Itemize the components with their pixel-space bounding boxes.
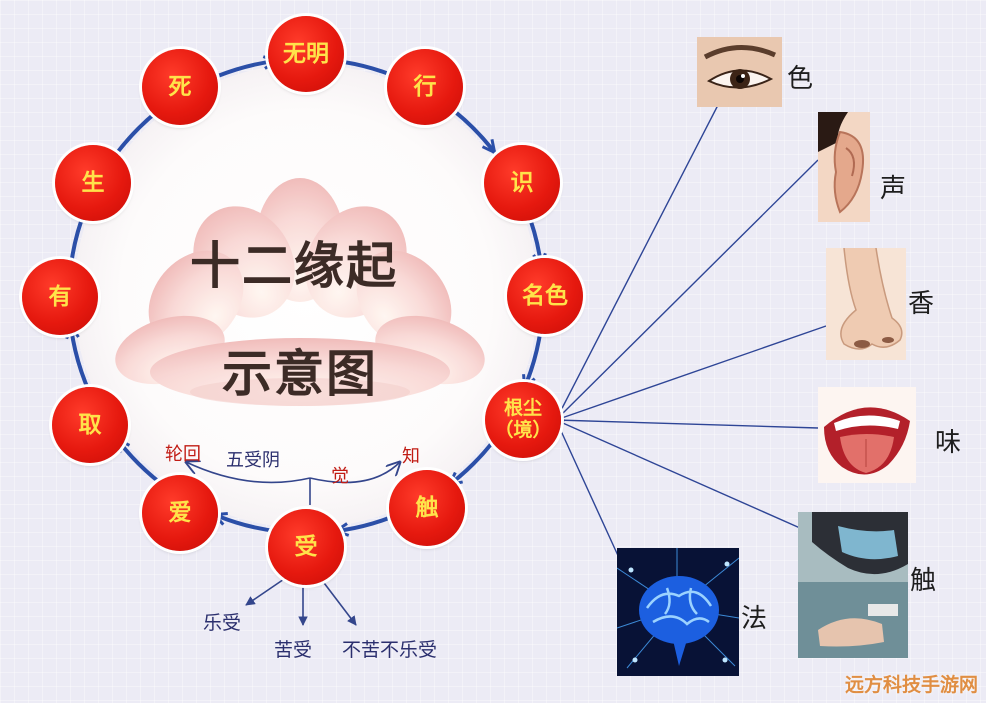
node-xing: 行 bbox=[387, 49, 463, 125]
sense-connector-line bbox=[555, 419, 801, 529]
mouth-photo bbox=[818, 387, 916, 483]
ring-arrowhead bbox=[481, 139, 497, 154]
diagram-title-line2: 示意图 bbox=[222, 344, 378, 403]
sense-xiang: 香 bbox=[908, 289, 935, 319]
sense-wei: 味 bbox=[935, 428, 962, 458]
sense-fa: 法 bbox=[741, 604, 768, 634]
arrow-to-neutral-shou bbox=[317, 574, 357, 626]
label-lunhui: 轮回 bbox=[165, 444, 201, 465]
sense-lines bbox=[555, 104, 827, 561]
feeling-le-shou: 乐受 bbox=[203, 612, 242, 634]
node-wuming: 无明 bbox=[268, 16, 344, 92]
arrow-to-le-shou bbox=[245, 574, 291, 606]
node-qu: 取 bbox=[52, 387, 128, 463]
sense-chu: 触 bbox=[910, 566, 937, 596]
node-chu: 触 bbox=[389, 470, 465, 546]
node-you: 有 bbox=[22, 259, 98, 335]
node-si: 死 bbox=[142, 49, 218, 125]
eye-photo bbox=[697, 37, 782, 107]
label-jue: 觉 bbox=[331, 466, 349, 487]
sense-connector-line bbox=[555, 159, 819, 421]
diagram-title-line1: 十二缘起 bbox=[190, 236, 398, 295]
feeling-neutral-shou: 不苦不乐受 bbox=[342, 639, 438, 661]
awareness-arrow bbox=[186, 462, 400, 505]
node-mingse: 名色 bbox=[507, 258, 583, 334]
mouth-icon bbox=[818, 387, 916, 483]
label-zhi: 知 bbox=[402, 446, 420, 467]
brain-photo bbox=[617, 548, 739, 676]
sense-se: 色 bbox=[787, 64, 814, 94]
ear-photo bbox=[818, 112, 870, 222]
node-shi: 识 bbox=[484, 145, 560, 221]
node-ai: 爱 bbox=[142, 475, 218, 551]
label-wushouyin: 五受阴 bbox=[226, 450, 280, 471]
sense-connector-line bbox=[555, 416, 819, 429]
nose-photo bbox=[826, 248, 906, 360]
feeling-ku-shou: 苦受 bbox=[274, 639, 313, 661]
sense-sheng: 声 bbox=[880, 174, 907, 204]
sense-connector-line bbox=[555, 104, 719, 421]
touch-photo bbox=[798, 512, 908, 658]
ear-icon bbox=[818, 112, 870, 222]
feeling-arrows bbox=[245, 574, 357, 626]
sense-connector-line bbox=[555, 325, 827, 422]
node-sheng: 生 bbox=[55, 145, 131, 221]
node-shou: 受 bbox=[268, 509, 344, 585]
brain-icon bbox=[617, 548, 739, 676]
watermark-text: 远方科技手游网 bbox=[844, 674, 978, 696]
nose-icon bbox=[826, 248, 906, 360]
sense-connector-line bbox=[555, 419, 621, 561]
touch-icon bbox=[798, 512, 908, 658]
lotus-decoration bbox=[115, 178, 485, 406]
node-genchen: 根尘 （境） bbox=[485, 382, 561, 458]
eye-icon bbox=[697, 37, 782, 107]
